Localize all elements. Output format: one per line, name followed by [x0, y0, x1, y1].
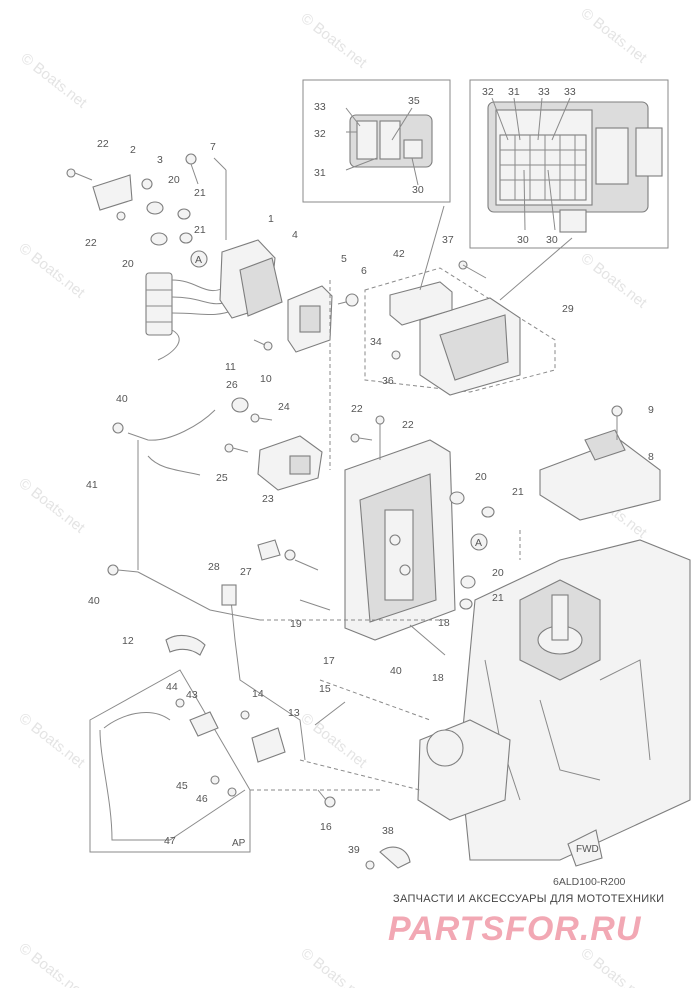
watermark-text: © Boats.net [298, 10, 371, 72]
callout-33: 33 [314, 101, 326, 113]
callout-33: 33 [564, 86, 576, 98]
ap-label: AP [232, 838, 246, 849]
callout-42: 42 [393, 248, 405, 260]
watermark-text: © Boats.net [16, 475, 89, 537]
callout-38: 38 [382, 825, 394, 837]
callout-15: 15 [319, 683, 331, 695]
callout-45: 45 [176, 780, 188, 792]
callout-20: 20 [492, 567, 504, 579]
watermark-text: © Boats.net [16, 940, 89, 988]
sensor-harness-group [107, 397, 323, 621]
callout-40: 40 [88, 595, 100, 607]
callout-31: 31 [508, 86, 520, 98]
callout-17: 17 [323, 655, 335, 667]
ecu-pin-grid [499, 134, 587, 201]
callout-43: 43 [186, 689, 198, 701]
callout-16: 16 [320, 821, 332, 833]
watermark-text: © Boats.net [18, 50, 91, 112]
footer-logo: PARTSFOR.RU [388, 910, 642, 948]
callout-23: 23 [262, 493, 274, 505]
callout-35: 35 [408, 95, 420, 107]
callout-10: 10 [260, 373, 272, 385]
callout-44: 44 [166, 681, 178, 693]
callout-47: 47 [164, 835, 176, 847]
callout-26: 26 [226, 379, 238, 391]
watermark-text: © Boats.net [578, 250, 651, 312]
callout-30: 30 [412, 184, 424, 196]
callout-7: 7 [210, 141, 216, 153]
callout-11: 11 [225, 361, 236, 373]
callout-18: 18 [432, 672, 444, 684]
callout-28: 28 [208, 561, 220, 573]
callout-22: 22 [351, 403, 363, 415]
watermark-text: © Boats.net [298, 710, 371, 772]
ecu-assembly [364, 205, 573, 396]
callout-22: 22 [97, 138, 109, 150]
callout-27: 27 [240, 566, 252, 578]
watermark-text: © Boats.net [16, 710, 89, 772]
callout-37: 37 [442, 234, 454, 246]
callout-4: 4 [292, 229, 298, 241]
detail-box-connector [302, 79, 451, 203]
callout-34: 34 [370, 336, 382, 348]
callout-40: 40 [116, 393, 128, 405]
callout-9: 9 [648, 404, 654, 416]
callout-32: 32 [482, 86, 494, 98]
callout-36: 36 [382, 375, 394, 387]
fwd-label: FWD [576, 844, 599, 855]
callout-1: 1 [268, 213, 274, 225]
callout-22: 22 [85, 237, 97, 249]
callout-2: 2 [130, 144, 136, 156]
lower-cable-group: AP [89, 584, 411, 870]
callout-31: 31 [314, 167, 326, 179]
callout-21: 21 [492, 592, 504, 604]
callout-32: 32 [314, 128, 326, 140]
callout-30: 30 [546, 234, 558, 246]
callout-33: 33 [538, 86, 550, 98]
watermark-text: © Boats.net [16, 240, 89, 302]
callout-3: 3 [157, 154, 163, 166]
harness-bracket-group: A [66, 153, 359, 361]
callout-13: 13 [288, 707, 300, 719]
engine-block: FWD [417, 405, 691, 867]
callout-20: 20 [122, 258, 134, 270]
callout-46: 46 [196, 793, 208, 805]
callout-5: 5 [341, 253, 347, 265]
callout-39: 39 [348, 844, 360, 856]
callout-21: 21 [194, 187, 206, 199]
callout-12: 12 [122, 635, 134, 647]
callout-8: 8 [648, 451, 654, 463]
callout-22: 22 [402, 419, 414, 431]
watermark-text: © Boats.net [578, 5, 651, 67]
callout-40: 40 [390, 665, 402, 677]
callout-25: 25 [216, 472, 228, 484]
watermark-text: © Boats.net [298, 945, 371, 988]
callout-41: 41 [86, 479, 98, 491]
electrical-bracket-plate: A [257, 415, 495, 656]
callout-21: 21 [512, 486, 524, 498]
callout-20: 20 [475, 471, 487, 483]
reference-mark-a: A [475, 537, 482, 549]
callout-20: 20 [168, 174, 180, 186]
callout-24: 24 [278, 401, 290, 413]
callout-30: 30 [517, 234, 529, 246]
detail-box-ecu [469, 79, 669, 249]
callout-29: 29 [562, 303, 574, 315]
callout-19: 19 [290, 618, 302, 630]
callout-21: 21 [194, 224, 206, 236]
callout-18: 18 [438, 617, 450, 629]
reference-mark-a: A [195, 254, 202, 266]
callout-14: 14 [252, 688, 264, 700]
footer-tagline: ЗАПЧАСТИ И АКСЕССУАРЫ ДЛЯ МОТОТЕХНИКИ [393, 893, 665, 905]
diagram-code: 6ALD100-R200 [553, 876, 626, 888]
watermark-text: © Boats.net [578, 945, 651, 988]
callout-6: 6 [361, 265, 367, 277]
guide-lines [260, 280, 521, 791]
